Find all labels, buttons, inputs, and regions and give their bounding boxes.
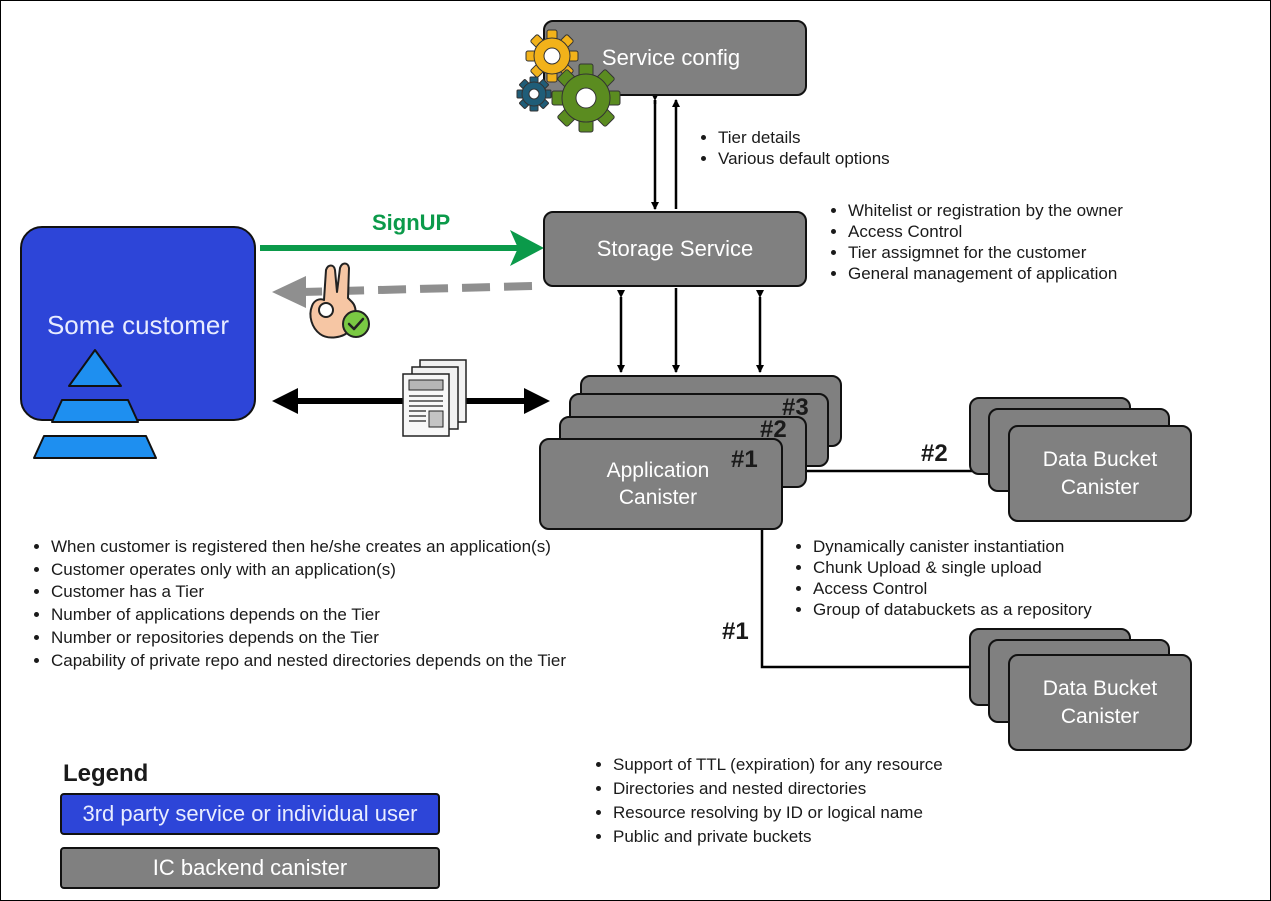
storage-service-box: Storage Service <box>543 211 807 287</box>
application-canister-label: Application Canister <box>606 459 710 509</box>
gears-icon <box>516 29 621 133</box>
note-item: Support of TTL (expiration) for any reso… <box>613 753 943 777</box>
pyramid-icon <box>33 349 157 459</box>
note-item: Dynamically canister instantiation <box>813 536 1092 557</box>
data-bucket-top-label: Data Bucket Canister <box>1042 447 1158 499</box>
note-item: Customer operates only with an applicati… <box>51 559 566 582</box>
note-item: Group of databuckets as a repository <box>813 599 1092 620</box>
note-item: When customer is registered then he/she … <box>51 536 566 559</box>
note-item: Number or repositories depends on the Ti… <box>51 627 566 650</box>
stack-label-2: #2 <box>760 416 787 443</box>
note-item: Access Control <box>813 578 1092 599</box>
signup-label: SignUP <box>372 210 451 235</box>
note-item: Number of applications depends on the Ti… <box>51 604 566 627</box>
note-item: Access Control <box>848 221 1123 242</box>
legend-canister-swatch: IC backend canister <box>60 847 440 889</box>
note-item: Public and private buckets <box>613 825 943 849</box>
storage-notes: Whitelist or registration by the owner A… <box>830 200 1123 284</box>
note-item: Resource resolving by ID or logical name <box>613 801 943 825</box>
note-item: General management of application <box>848 263 1123 284</box>
application-canister-box: Application Canister <box>539 438 783 530</box>
app-to-bottom-bucket-arrow <box>760 512 1001 671</box>
legend-title: Legend <box>63 760 149 787</box>
bucket-notes: Support of TTL (expiration) for any reso… <box>595 753 943 849</box>
data-bucket-bottom-box: Data Bucket Canister <box>1008 654 1192 751</box>
stack-label-3: #3 <box>782 394 809 421</box>
data-bucket-bottom-label: Data Bucket Canister <box>1042 676 1158 728</box>
note-item: Tier details <box>718 127 890 148</box>
note-item: Customer has a Tier <box>51 581 566 604</box>
note-item: Various default options <box>718 148 890 169</box>
note-item: Capability of private repo and nested di… <box>51 650 566 673</box>
service-config-label: Service config <box>601 45 741 70</box>
legend-user-swatch: 3rd party service or individual user <box>60 793 440 835</box>
note-item: Whitelist or registration by the owner <box>848 200 1123 221</box>
ok-hand-icon <box>309 262 370 339</box>
legend-canister-label: IC backend canister <box>152 855 348 880</box>
link-label-bottom-bucket: #1 <box>722 618 749 645</box>
stack-label-1: #1 <box>731 446 758 473</box>
link-label-top-bucket: #2 <box>921 440 948 467</box>
data-bucket-top-box: Data Bucket Canister <box>1008 425 1192 522</box>
config-notes: Tier details Various default options <box>700 127 890 169</box>
customer-notes: When customer is registered then he/she … <box>33 536 566 672</box>
customer-box: Some customer <box>20 226 256 421</box>
note-item: Directories and nested directories <box>613 777 943 801</box>
legend-user-label: 3rd party service or individual user <box>82 801 418 826</box>
customer-label: Some customer <box>46 310 230 340</box>
note-item: Chunk Upload & single upload <box>813 557 1092 578</box>
application-notes: Dynamically canister instantiation Chunk… <box>795 536 1092 620</box>
storage-service-label: Storage Service <box>596 236 754 261</box>
documents-icon <box>402 359 467 437</box>
note-item: Tier assigmnet for the customer <box>848 242 1123 263</box>
